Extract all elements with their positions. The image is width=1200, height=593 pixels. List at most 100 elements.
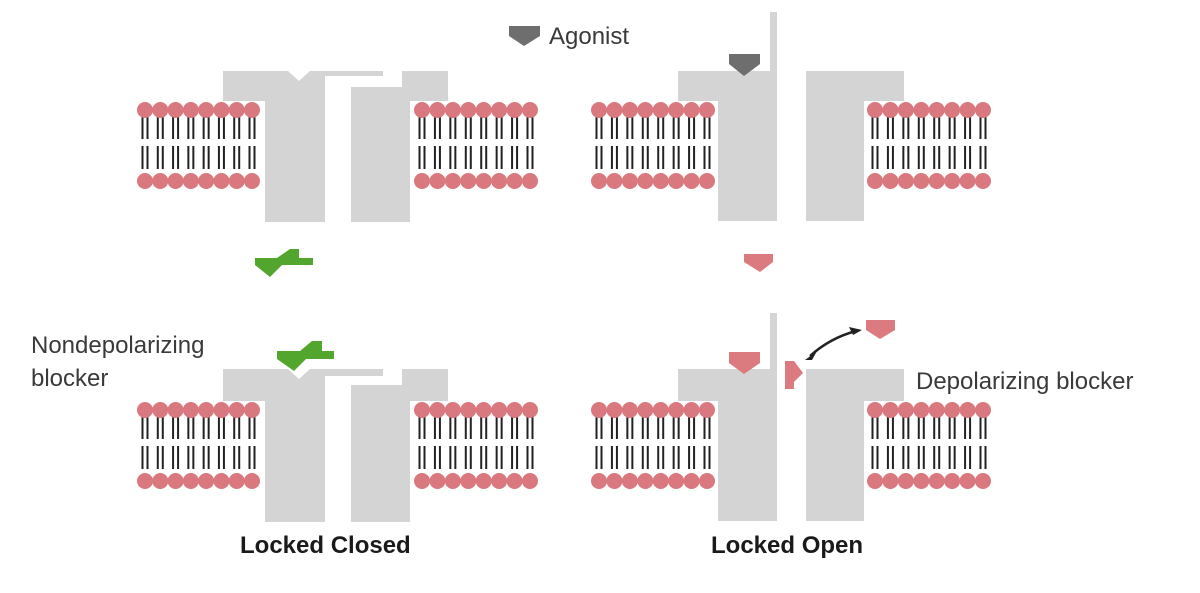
caption-locked-closed: Locked Closed (240, 532, 411, 559)
lipid-head (606, 173, 623, 189)
lipid-head (522, 173, 538, 189)
channel-right-subunit (351, 71, 448, 222)
channel-open-top (678, 12, 904, 221)
lipid-head (213, 402, 230, 418)
lipid-head (198, 102, 215, 118)
lipid-head (897, 173, 914, 189)
channel-open-bottom (678, 313, 904, 521)
lipid-head (621, 173, 638, 189)
lipid-head (913, 473, 930, 489)
lipid-head (975, 102, 991, 118)
agonist-wedge-icon (509, 26, 540, 46)
lipid-head (429, 173, 446, 189)
lipid-head (167, 402, 184, 418)
lipid-bilayer-segment (591, 402, 715, 489)
lipid-head (137, 173, 153, 189)
lipid-head (444, 402, 461, 418)
channel-right-subunit (806, 369, 904, 521)
lipid-head (591, 173, 607, 189)
lipid-head (591, 102, 607, 118)
lipid-head (152, 102, 169, 118)
lipid-head (913, 102, 930, 118)
lipid-head (491, 402, 508, 418)
lipid-head (652, 173, 669, 189)
lipid-head (228, 173, 245, 189)
lipid-head (959, 102, 976, 118)
channel-closed-bottom (223, 369, 448, 522)
lipid-head (444, 173, 461, 189)
lipid-head (475, 102, 492, 118)
lipid-head (429, 102, 446, 118)
lipid-head (621, 473, 638, 489)
lipid-bilayer-segment (414, 102, 538, 189)
lipid-head (198, 402, 215, 418)
lipid-head (668, 173, 685, 189)
lipid-head (198, 473, 215, 489)
lipid-head (228, 473, 245, 489)
lipid-head (683, 173, 700, 189)
lipid-head (637, 473, 654, 489)
lipid-head (244, 173, 260, 189)
lipid-head (522, 402, 538, 418)
lipid-head (414, 402, 430, 418)
lipid-head (244, 473, 260, 489)
lipid-head (606, 102, 623, 118)
lipid-head (944, 473, 961, 489)
lipid-head (491, 473, 508, 489)
lipid-head (460, 102, 477, 118)
lipid-head (867, 102, 883, 118)
lipid-head (506, 402, 523, 418)
lipid-head (244, 402, 260, 418)
lipid-head (167, 102, 184, 118)
lipid-head (475, 402, 492, 418)
lipid-head (944, 173, 961, 189)
lipid-head (867, 173, 883, 189)
lipid-head (182, 402, 199, 418)
lipid-head (606, 473, 623, 489)
lipid-head (475, 473, 492, 489)
lipid-bilayer-segment (867, 102, 991, 189)
lipid-head (913, 173, 930, 189)
lipid-head (882, 473, 899, 489)
channel-left-subunit (223, 71, 383, 222)
lipid-head (928, 473, 945, 489)
lipid-head (506, 173, 523, 189)
lipid-head (652, 473, 669, 489)
agonist-bound-icon (729, 54, 760, 76)
double-headed-arrow-icon (805, 327, 862, 360)
depolarizing-blocker-released-icon (866, 320, 895, 339)
lipid-head (414, 473, 430, 489)
nondepolarizing-blocker-free-icon (255, 249, 313, 277)
depolarizing-label: Depolarizing blocker (916, 368, 1134, 395)
lipid-bilayer-segment (414, 402, 538, 489)
channel-left-subunit (678, 313, 777, 521)
lipid-head (137, 102, 153, 118)
lipid-bilayer-segment (137, 402, 260, 489)
lipid-head (683, 102, 700, 118)
lipid-head (591, 473, 607, 489)
lipid-bilayer-segment (867, 402, 991, 489)
lipid-head (506, 102, 523, 118)
lipid-head (137, 473, 153, 489)
lipid-head (414, 173, 430, 189)
lipid-head (882, 102, 899, 118)
lipid-head (699, 473, 715, 489)
channel-left-subunit (223, 369, 383, 522)
lipid-head (944, 402, 961, 418)
lipid-head (137, 402, 153, 418)
lipid-head (975, 173, 991, 189)
caption-locked-open: Locked Open (711, 532, 864, 559)
lipid-head (591, 402, 607, 418)
lipid-head (621, 102, 638, 118)
lipid-head (944, 102, 961, 118)
lipid-head (668, 473, 685, 489)
lipid-head (606, 402, 623, 418)
lipid-head (699, 402, 715, 418)
lipid-head (975, 402, 991, 418)
lipid-head (975, 473, 991, 489)
lipid-head (928, 402, 945, 418)
lipid-head (637, 102, 654, 118)
depolarizing-blocker-pore-icon (785, 361, 803, 389)
lipid-head (652, 402, 669, 418)
